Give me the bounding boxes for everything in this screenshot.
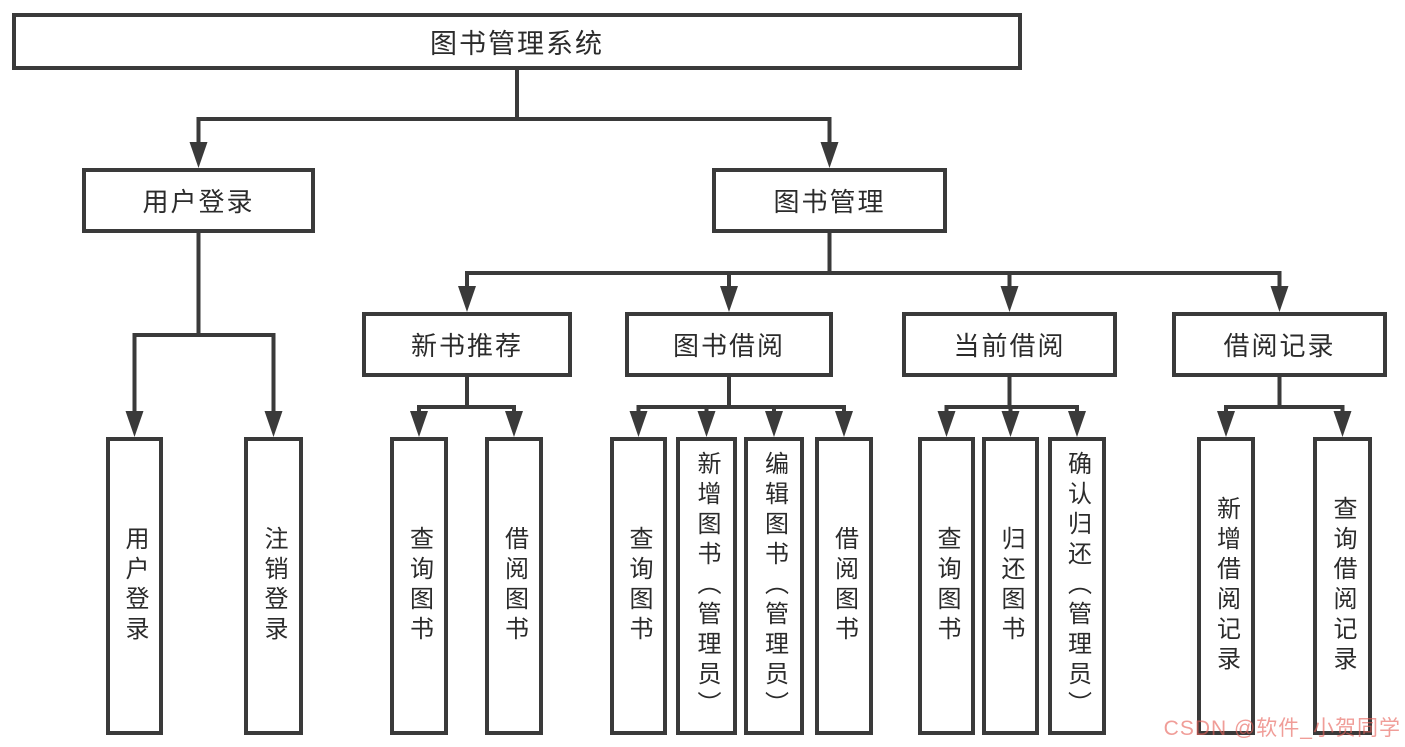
leaf-query-books-recommend: 查询图书 (390, 437, 448, 735)
node-label: 新增图书（管理员） (693, 451, 720, 721)
node-borrow-records: 借阅记录 (1172, 312, 1387, 377)
node-label: 图书管理 (773, 187, 886, 217)
node-label: 借阅图书 (830, 526, 858, 646)
node-label: 确认归还（管理员） (1063, 451, 1091, 721)
leaf-add-books-admin: 新增图书（管理员） (676, 437, 737, 735)
node-label: 新书推荐 (410, 331, 523, 361)
node-label: 当前借阅 (953, 331, 1066, 361)
node-label: 查询图书 (933, 526, 960, 646)
node-label: 查询借阅记录 (1329, 496, 1356, 676)
node-label: 编辑图书（管理员） (760, 451, 788, 721)
node-user-login: 用户登录 (82, 168, 315, 233)
leaf-edit-books-admin: 编辑图书（管理员） (744, 437, 804, 735)
csdn-watermark: CSDN @软件_小贺同学 (1163, 717, 1401, 740)
leaf-confirm-return-admin: 确认归还（管理员） (1048, 437, 1106, 735)
node-label: 查询图书 (625, 526, 652, 646)
leaf-return-books: 归还图书 (982, 437, 1039, 735)
leaf-query-books-current: 查询图书 (918, 437, 975, 735)
leaf-user-login: 用户登录 (106, 437, 163, 735)
node-label: 注销登录 (260, 526, 287, 646)
node-label: 借阅记录 (1223, 331, 1336, 361)
node-current-borrowing: 当前借阅 (902, 312, 1117, 377)
leaf-query-books-borrow: 查询图书 (610, 437, 667, 735)
leaf-borrow-books-recommend: 借阅图书 (485, 437, 543, 735)
node-label: 借阅图书 (500, 526, 528, 646)
node-library-management-system: 图书管理系统 (12, 13, 1022, 70)
leaf-add-borrow-record: 新增借阅记录 (1197, 437, 1255, 735)
leaf-logout-login: 注销登录 (244, 437, 303, 735)
node-label: 用户登录 (142, 187, 255, 217)
node-book-management: 图书管理 (712, 168, 947, 233)
node-new-book-recommend: 新书推荐 (362, 312, 572, 377)
node-label: 归还图书 (997, 526, 1024, 646)
leaf-borrow-books: 借阅图书 (815, 437, 873, 735)
node-label: 图书借阅 (672, 331, 785, 361)
node-label: 新增借阅记录 (1212, 496, 1240, 676)
node-label: 用户登录 (121, 526, 148, 646)
node-label: 查询图书 (405, 526, 433, 646)
node-book-borrowing: 图书借阅 (625, 312, 833, 377)
node-label: 图书管理系统 (430, 29, 604, 59)
leaf-query-borrow-record: 查询借阅记录 (1313, 437, 1372, 735)
